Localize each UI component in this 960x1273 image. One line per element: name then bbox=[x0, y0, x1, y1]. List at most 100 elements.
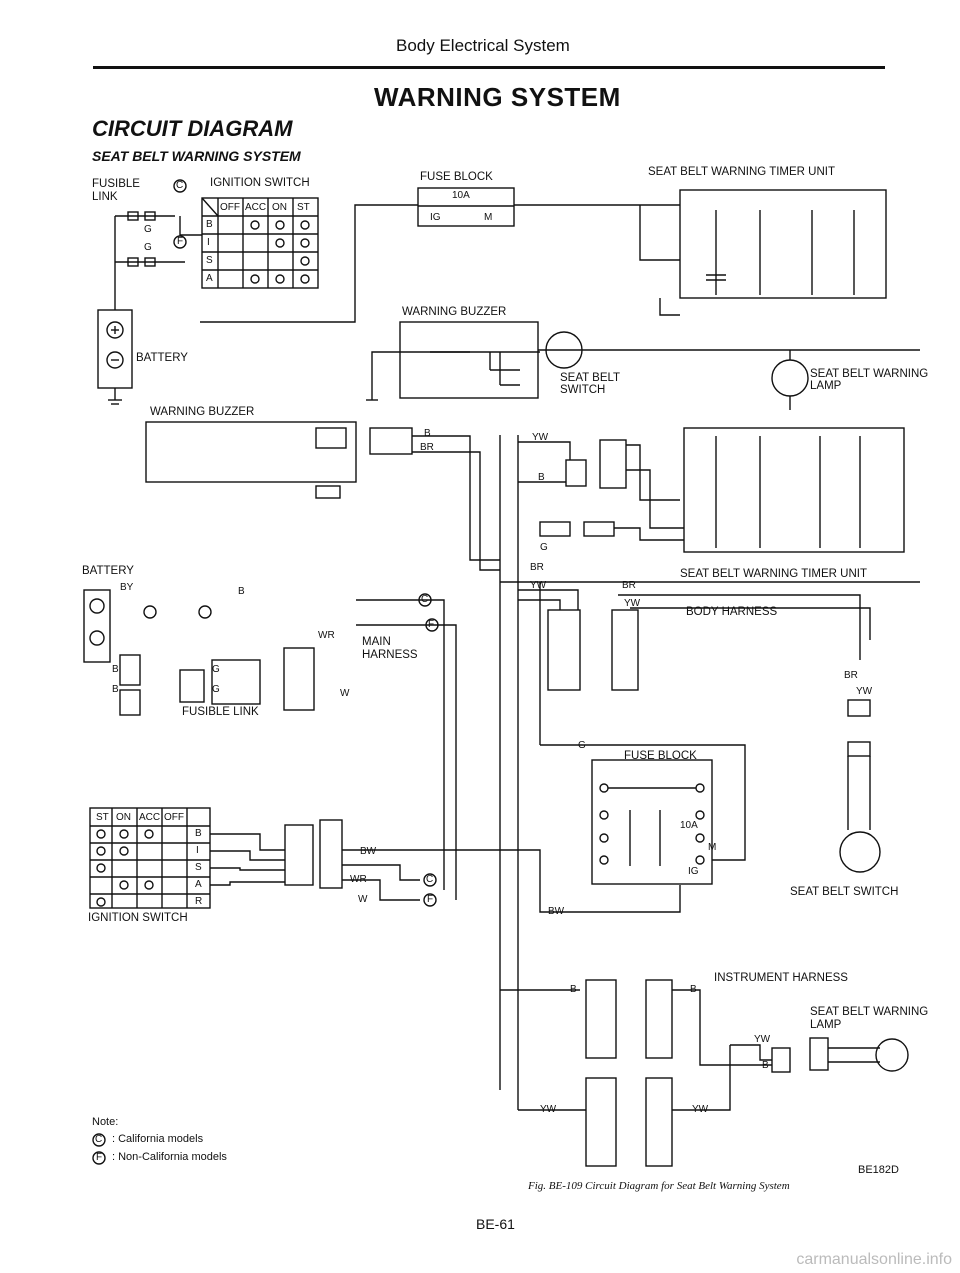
warning-buzzer-label-top: WARNING BUZZER bbox=[402, 306, 507, 318]
ignition-switch-label-top: IGNITION SWITCH bbox=[210, 177, 310, 189]
fuse-ig-top: IG bbox=[430, 212, 441, 223]
switch-row-a: A bbox=[206, 273, 213, 284]
fuse-rating-top: 10A bbox=[452, 190, 470, 201]
fuse-ig-mid: IG bbox=[688, 866, 699, 877]
note-c-text: : California models bbox=[112, 1133, 204, 1145]
mark-c-circle bbox=[173, 179, 187, 193]
wire-b-inst-left: B bbox=[570, 984, 577, 995]
seat-belt-warning-lamp-bottom bbox=[771, 1037, 909, 1073]
mark-f-ign: F bbox=[427, 894, 434, 905]
wire-by: BY bbox=[120, 582, 134, 593]
switch-row-s-mid: S bbox=[195, 862, 202, 873]
fuse-m-top: M bbox=[484, 212, 493, 223]
wire-b-lamp: B bbox=[762, 1060, 769, 1071]
battery-symbol-top bbox=[97, 309, 133, 405]
battery-label-top: BATTERY bbox=[136, 352, 188, 364]
seat-belt-switch-label-mid: SEAT BELT SWITCH bbox=[790, 886, 899, 898]
sub-heading: SEAT BELT WARNING SYSTEM bbox=[92, 148, 301, 164]
wire-g-2: G bbox=[144, 242, 152, 253]
ignition-switch-table-mid bbox=[89, 807, 211, 909]
figure-caption: Fig. BE-109 Circuit Diagram for Seat Bel… bbox=[528, 1180, 790, 1192]
switch-row-r-mid: R bbox=[195, 896, 203, 907]
wire-bw-fuse: BW bbox=[548, 906, 565, 917]
wire-w-main: W bbox=[340, 688, 350, 699]
switch-col-off: OFF bbox=[220, 202, 240, 213]
wire-yw-inst-right: YW bbox=[692, 1104, 709, 1115]
switch-row-a-mid: A bbox=[195, 879, 202, 890]
mark-c-ign: C bbox=[426, 874, 434, 885]
mark-c-label: C bbox=[176, 180, 184, 191]
main-harness-label: MAIN HARNESS bbox=[362, 636, 418, 661]
wire-g-fusible-1: G bbox=[212, 664, 220, 675]
note-f-text: : Non-California models bbox=[112, 1151, 227, 1163]
fuse-block-mid bbox=[591, 759, 713, 885]
fuse-rating-mid: 10A bbox=[680, 820, 698, 831]
note-f-symbol: F bbox=[96, 1152, 103, 1163]
mark-c-main: C bbox=[421, 594, 429, 605]
fuse-m-mid: M bbox=[708, 842, 717, 853]
note-c-circle bbox=[92, 1133, 106, 1147]
switch-row-s: S bbox=[206, 255, 213, 266]
timer-unit-label-top: SEAT BELT WARNING TIMER UNIT bbox=[648, 166, 836, 178]
wire-b-left-1: B bbox=[112, 664, 119, 675]
wire-g-fusible-2: G bbox=[212, 684, 220, 695]
switch-col-acc: ACC bbox=[245, 202, 267, 213]
seat-belt-switch-top bbox=[545, 331, 583, 369]
wire-b-buzzer: B bbox=[424, 428, 431, 439]
ignition-switch-table-top bbox=[201, 197, 319, 289]
note-f-circle bbox=[92, 1151, 106, 1165]
section-title: Body Electrical System bbox=[396, 36, 570, 55]
switch-row-i: I bbox=[207, 237, 210, 248]
warning-lamp-top bbox=[771, 359, 809, 397]
switch-row-b: B bbox=[206, 219, 213, 230]
timer-unit-label-mid: SEAT BELT WARNING TIMER UNIT bbox=[680, 568, 868, 580]
wire-br-mid: BR bbox=[530, 562, 544, 573]
connector-b-br bbox=[369, 427, 413, 455]
body-harness-connectors bbox=[547, 609, 639, 691]
ignition-switch-label-mid: IGNITION SWITCH bbox=[88, 912, 188, 924]
switch-row-i-mid: I bbox=[196, 845, 199, 856]
wire-yw-mid: YW bbox=[530, 580, 547, 591]
header-rule bbox=[93, 66, 885, 69]
fuse-block-label-top: FUSE BLOCK bbox=[420, 171, 493, 183]
switch-col-st: ST bbox=[297, 202, 310, 213]
wire-b-top: B bbox=[538, 472, 545, 483]
mark-f-circle bbox=[173, 235, 187, 249]
switch-col-on-mid: ON bbox=[116, 812, 131, 823]
note-c-symbol: C bbox=[95, 1134, 103, 1145]
page-title: WARNING SYSTEM bbox=[374, 82, 621, 112]
battery-label-mid: BATTERY bbox=[82, 565, 134, 577]
warning-lamp-label-top: SEAT BELT WARNING LAMP bbox=[810, 368, 929, 392]
warning-buzzer-top bbox=[366, 321, 540, 401]
fusible-link-symbol bbox=[114, 211, 185, 310]
fusible-link-mid bbox=[179, 647, 315, 711]
wire-g-1: G bbox=[144, 224, 152, 235]
page-number: BE-61 bbox=[476, 1216, 515, 1232]
instrument-harness-connectors bbox=[585, 979, 673, 1167]
wire-b-left-2: B bbox=[112, 684, 119, 695]
wire-b-inst-right: B bbox=[690, 984, 697, 995]
seat-belt-warning-lamp-label-bottom: SEAT BELT WARNING LAMP bbox=[810, 1006, 929, 1031]
fusible-link-label: FUSIBLE LINK bbox=[92, 178, 140, 203]
wire-br-buzzer: BR bbox=[420, 442, 434, 453]
wire-b-battery: B bbox=[238, 586, 245, 597]
wire-g-fuse: G bbox=[578, 740, 586, 751]
switch-col-on: ON bbox=[272, 202, 287, 213]
watermark: carmanualsonline.info bbox=[796, 1251, 952, 1268]
seat-belt-switch-mid bbox=[839, 699, 881, 873]
ignition-connectors bbox=[210, 819, 343, 889]
wire-g-mid: G bbox=[540, 542, 548, 553]
mark-f-main: F bbox=[428, 619, 435, 630]
wire-br-switch: BR bbox=[844, 670, 858, 681]
wire-yw-top: YW bbox=[532, 432, 549, 443]
battery-mid bbox=[83, 589, 212, 716]
switch-col-st-mid: ST bbox=[96, 812, 109, 823]
fuse-block-label-mid: FUSE BLOCK bbox=[624, 750, 697, 762]
switch-col-acc-mid: ACC bbox=[139, 812, 161, 823]
switch-row-b-mid: B bbox=[195, 828, 202, 839]
timer-unit-mid bbox=[683, 427, 905, 553]
note-title: Note: bbox=[92, 1116, 119, 1128]
wire-wr-main: WR bbox=[318, 630, 335, 641]
instrument-harness-label: INSTRUMENT HARNESS bbox=[714, 972, 848, 984]
connectors-mid bbox=[539, 439, 627, 537]
